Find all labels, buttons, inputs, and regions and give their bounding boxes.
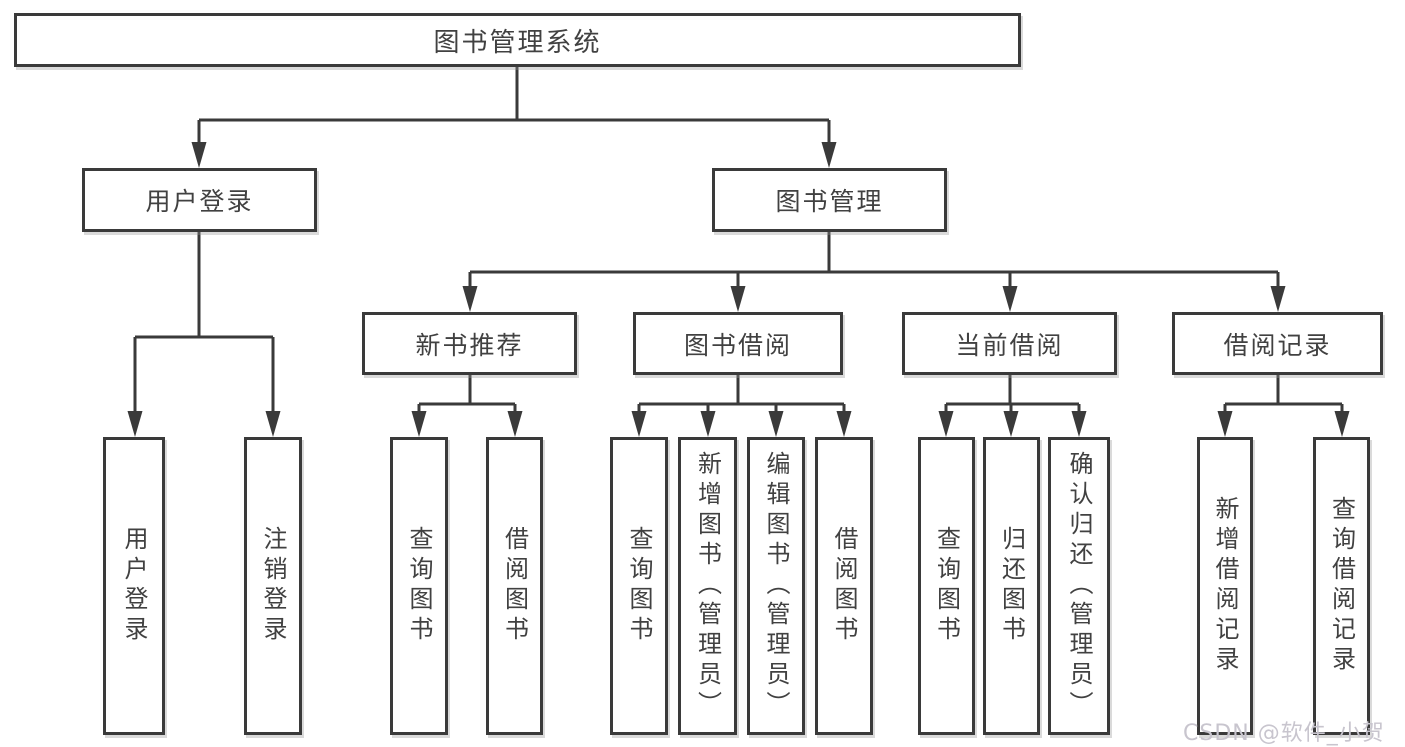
leaf-edit-books-admin: 编辑图书（管理员） [747, 437, 805, 735]
arrow-icon [191, 142, 207, 168]
csdn-watermark: CSDN @软件_小贺同学 [1183, 721, 1385, 746]
connector-newbook-to-leaves [417, 375, 517, 420]
leaf-label: 新增借阅记录 [1211, 496, 1239, 676]
connector-records-to-leaves [1223, 375, 1344, 420]
arrow-icon [265, 411, 281, 437]
connector-borrow-to-leaves [637, 375, 846, 420]
leaf-query-books-recommend: 查询图书 [390, 437, 448, 735]
leaf-label: 注销登录 [259, 526, 287, 646]
leaf-label: 查询图书 [625, 526, 653, 646]
leaf-label: 新增图书（管理员） [693, 451, 722, 721]
arrow-icon [768, 411, 784, 437]
leaf-label: 查询图书 [405, 526, 433, 646]
connector-userlogin-to-leaves [133, 232, 275, 420]
leaf-borrow-books: 借阅图书 [815, 437, 873, 735]
arrow-icon [1003, 411, 1019, 437]
leaf-add-books-admin: 新增图书（管理员） [678, 437, 737, 735]
connector-root-to-level2 [197, 67, 831, 152]
leaf-confirm-return-admin: 确认归还（管理员） [1048, 437, 1110, 735]
leaf-return-books: 归还图书 [983, 437, 1040, 735]
leaf-label: 借阅图书 [830, 526, 858, 646]
leaf-logout: 注销登录 [244, 437, 302, 735]
node-new-book-recommend: 新书推荐 [362, 312, 577, 375]
arrow-icon [1002, 286, 1018, 312]
arrow-icon [631, 411, 647, 437]
leaf-query-books-borrow: 查询图书 [610, 437, 668, 735]
arrow-icon [700, 411, 716, 437]
arrow-icon [1270, 286, 1286, 312]
arrow-icon [507, 411, 523, 437]
arrow-icon [411, 411, 427, 437]
connector-bookmgmt-to-level3 [468, 232, 1280, 295]
arrow-icon [836, 411, 852, 437]
leaf-label: 确认归还（管理员） [1065, 451, 1093, 721]
leaf-label: 编辑图书（管理员） [762, 451, 790, 721]
node-book-borrowing: 图书借阅 [633, 312, 843, 375]
arrow-icon [1071, 411, 1087, 437]
node-borrowing-records: 借阅记录 [1172, 312, 1383, 375]
arrowheads [127, 142, 1350, 437]
arrow-icon [1217, 411, 1233, 437]
leaf-add-borrow-record: 新增借阅记录 [1197, 437, 1253, 735]
leaf-label: 查询图书 [932, 526, 961, 646]
leaf-query-books-current: 查询图书 [918, 437, 975, 735]
arrow-icon [730, 286, 746, 312]
arrow-icon [1334, 411, 1350, 437]
arrow-icon [821, 142, 837, 168]
leaf-label: 归还图书 [997, 526, 1026, 646]
leaf-label: 借阅图书 [500, 526, 529, 646]
leaf-query-borrow-record: 查询借阅记录 [1313, 437, 1370, 735]
node-root-system: 图书管理系统 [14, 13, 1021, 67]
leaf-label: 查询借阅记录 [1327, 496, 1356, 676]
node-current-borrowing: 当前借阅 [902, 312, 1117, 375]
leaf-label: 用户登录 [120, 526, 148, 646]
arrow-icon [462, 286, 478, 312]
arrow-icon [127, 411, 143, 437]
node-book-management: 图书管理 [712, 168, 947, 232]
node-user-login: 用户登录 [82, 168, 317, 232]
leaf-user-login: 用户登录 [103, 437, 165, 735]
arrow-icon [938, 411, 954, 437]
leaf-borrow-books-recommend: 借阅图书 [486, 437, 543, 735]
